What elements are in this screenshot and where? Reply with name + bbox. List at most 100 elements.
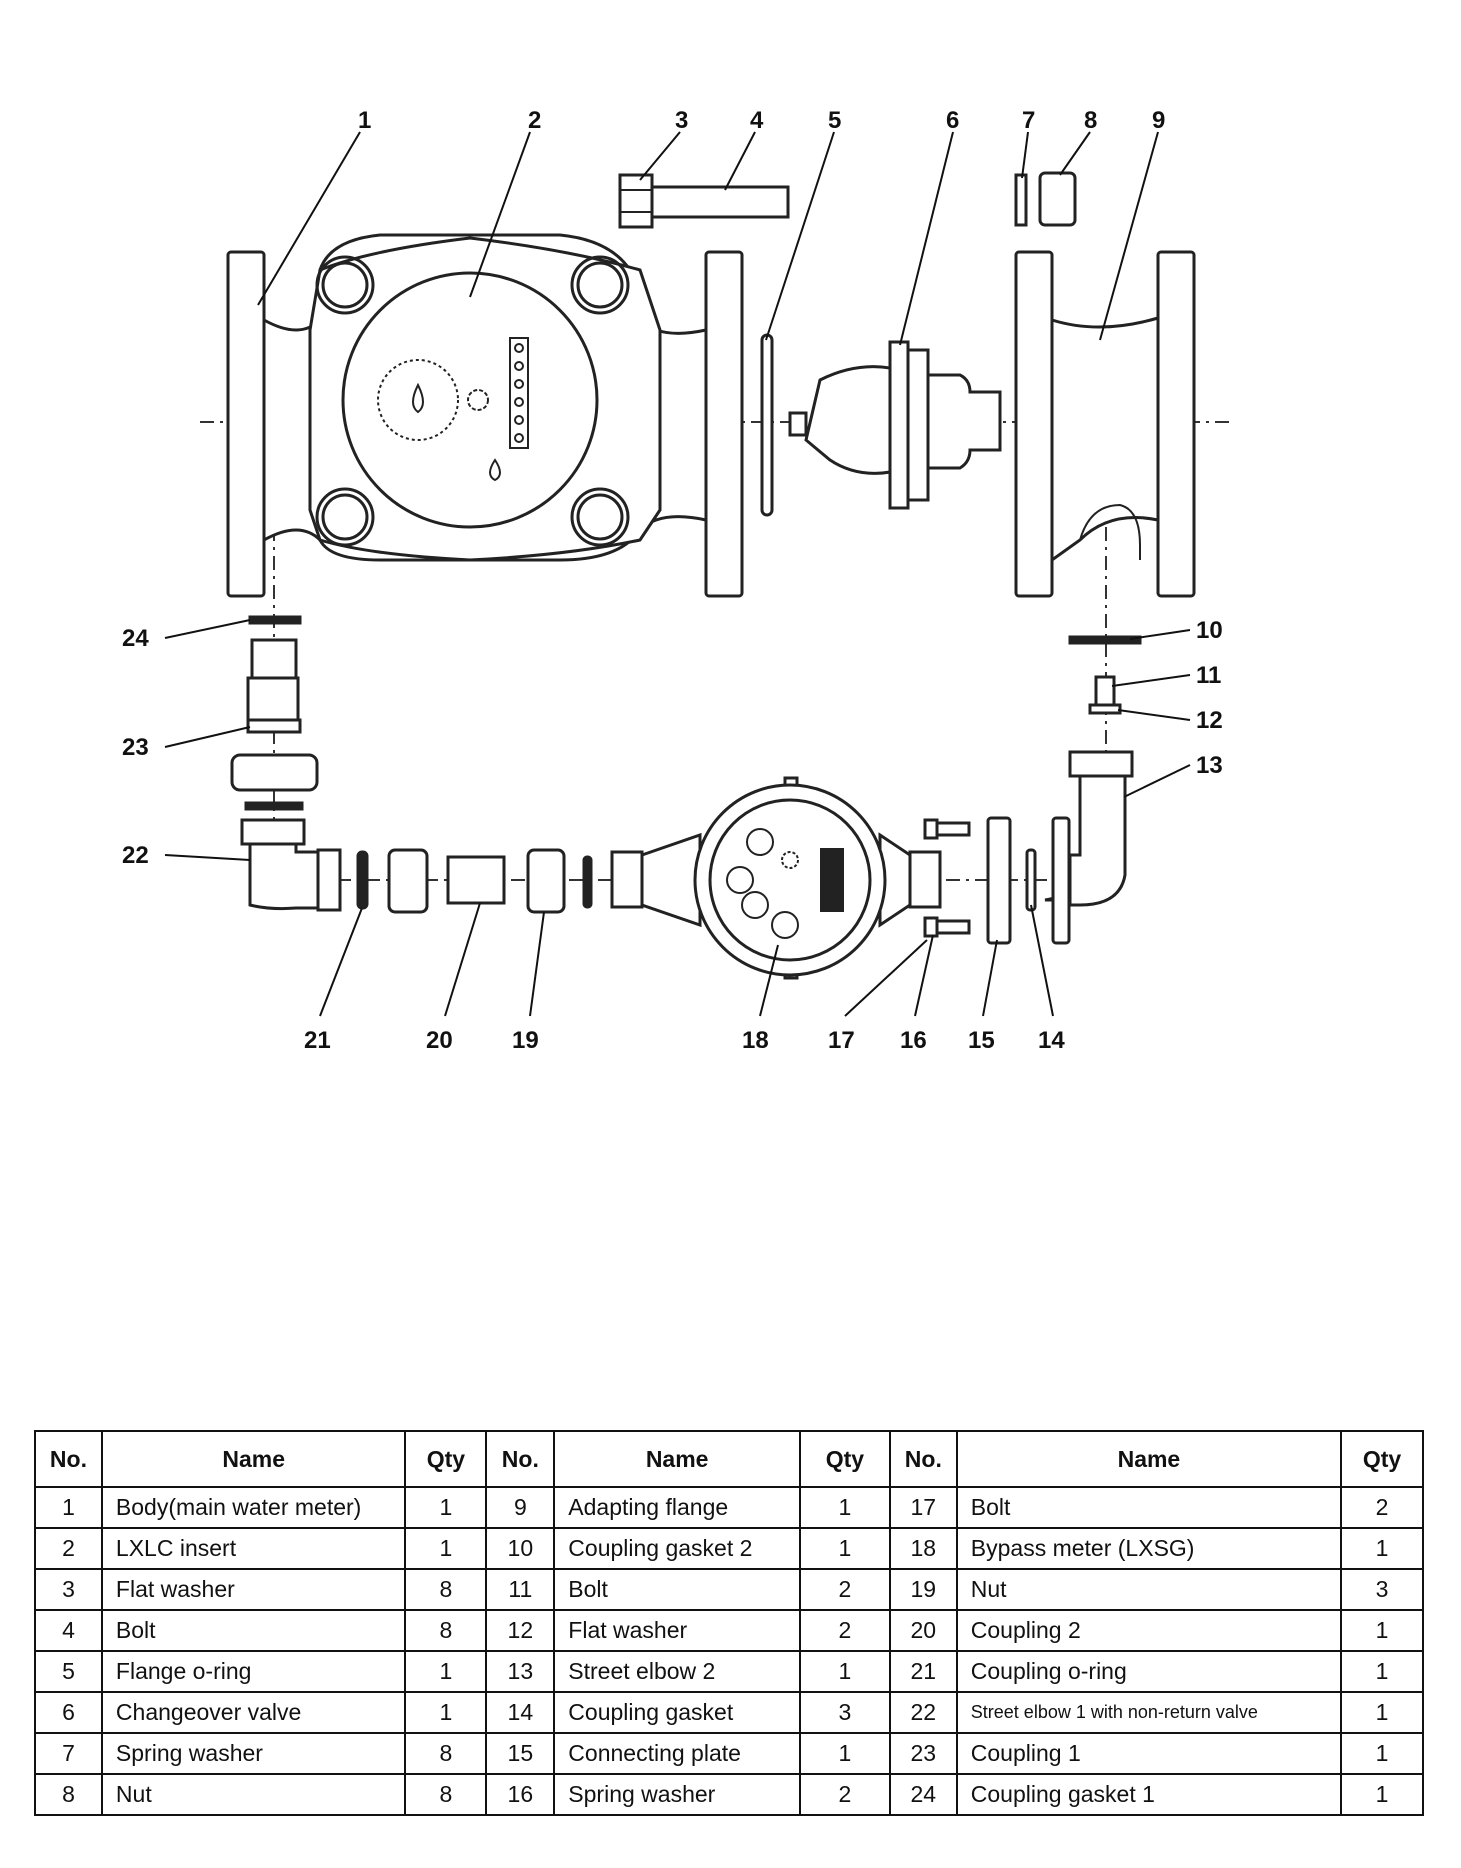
callout-2: 2: [528, 107, 541, 134]
callout-9: 9: [1152, 107, 1165, 134]
bypass-bolts: [923, 818, 971, 938]
callout-7: 7: [1022, 107, 1035, 134]
cell-qty: 1: [799, 1732, 891, 1775]
plate-flange: [1051, 816, 1071, 945]
callout-14: 14: [1038, 1027, 1065, 1054]
cell-qty: 8: [404, 1773, 488, 1816]
callout-18: 18: [742, 1027, 769, 1054]
cell-no: 8: [34, 1773, 103, 1816]
connecting-plate: [986, 816, 1012, 945]
cell-name: Adapting flange: [553, 1486, 801, 1529]
coupling-nut-left: [387, 848, 429, 914]
cell-qty: 3: [1340, 1568, 1424, 1611]
header-qty: Qty: [799, 1430, 891, 1488]
cell-qty: 1: [799, 1486, 891, 1529]
small-bolt: [1088, 675, 1122, 715]
table-row: 2 LXLC insert 1 10 Coupling gasket 2 1 1…: [34, 1527, 1424, 1570]
cell-name: Flat washer: [100, 1568, 407, 1611]
cell-no: 12: [485, 1609, 556, 1652]
cell-no: 3: [34, 1568, 103, 1611]
cell-qty: 1: [404, 1486, 488, 1529]
callout-24: 24: [122, 625, 149, 652]
cell-qty: 1: [404, 1527, 488, 1570]
table-row: 4 Bolt 8 12 Flat washer 2 20 Coupling 2 …: [34, 1609, 1424, 1652]
callout-6: 6: [946, 107, 959, 134]
cell-no: 13: [485, 1650, 556, 1693]
coupling-gasket-14: [1025, 848, 1037, 912]
cell-no: 6: [34, 1691, 103, 1734]
cell-no: 5: [34, 1650, 103, 1693]
changeover-valve: [788, 340, 1002, 510]
callout-17: 17: [828, 1027, 855, 1054]
parts-list-table: No. Name Qty No. Name Qty No. Name Qty 1…: [34, 1430, 1424, 1816]
callout-13: 13: [1196, 752, 1223, 779]
street-elbow-1: [240, 818, 342, 912]
cell-no: 17: [888, 1486, 958, 1529]
leader-lines: [164, 131, 1191, 1017]
cell-name: Body(main water meter): [100, 1486, 407, 1529]
cell-name: Bolt: [553, 1568, 801, 1611]
callout-8: 8: [1084, 107, 1097, 134]
cell-name: Coupling 1: [955, 1732, 1343, 1775]
callout-19: 19: [512, 1027, 539, 1054]
cell-name: Spring washer: [100, 1732, 407, 1775]
cell-no: 11: [485, 1568, 556, 1611]
cell-name: Changeover valve: [100, 1691, 407, 1734]
coupling-2: [446, 855, 506, 905]
cell-no: 9: [485, 1486, 556, 1529]
header-qty: Qty: [1340, 1430, 1424, 1488]
cell-no: 2: [34, 1527, 103, 1570]
callout-5: 5: [828, 107, 841, 134]
cell-qty: 1: [799, 1527, 891, 1570]
cell-qty: 2: [799, 1773, 891, 1816]
cell-qty: 1: [1340, 1650, 1424, 1693]
cell-name: Connecting plate: [553, 1732, 801, 1775]
cell-qty: 1: [404, 1650, 488, 1693]
coupling-1: [230, 638, 319, 811]
callout-1: 1: [358, 107, 371, 134]
callout-22: 22: [122, 842, 149, 869]
o-ring-right: [582, 855, 593, 909]
header-no: No.: [888, 1430, 958, 1488]
flange-o-ring: [760, 333, 774, 517]
cell-name: Coupling gasket: [553, 1691, 801, 1734]
table-row: 5 Flange o-ring 1 13 Street elbow 2 1 21…: [34, 1650, 1424, 1693]
main-meter-body: [226, 233, 744, 598]
cell-name: Street elbow 1 with non-return valve: [955, 1691, 1343, 1734]
cell-no: 20: [888, 1609, 958, 1652]
cell-name: Coupling gasket 2: [553, 1527, 801, 1570]
nut: [1038, 171, 1077, 227]
cell-qty: 1: [1340, 1732, 1424, 1775]
cell-name: Nut: [955, 1568, 1343, 1611]
coupling-o-ring: [356, 850, 369, 910]
callout-20: 20: [426, 1027, 453, 1054]
cell-name: Bolt: [100, 1609, 407, 1652]
cell-no: 15: [485, 1732, 556, 1775]
callout-16: 16: [900, 1027, 927, 1054]
cell-no: 7: [34, 1732, 103, 1775]
cell-qty: 2: [799, 1568, 891, 1611]
exploded-assembly-diagram: 1 2 3 4 5 6 7 8 9 10 11 12 13 14 15 16 1…: [122, 107, 1230, 1054]
coupling-gasket-2: [1068, 635, 1142, 645]
cell-name: Spring washer: [553, 1773, 801, 1816]
table-header-row: No. Name Qty No. Name Qty No. Name Qty: [34, 1430, 1424, 1488]
bypass-meter: [610, 776, 942, 980]
cell-qty: 8: [404, 1732, 488, 1775]
cell-qty: 2: [799, 1609, 891, 1652]
cell-no: 22: [888, 1691, 958, 1734]
cell-no: 19: [888, 1568, 958, 1611]
cell-qty: 8: [404, 1609, 488, 1652]
header-no: No.: [34, 1430, 103, 1488]
table-row: 6 Changeover valve 1 14 Coupling gasket …: [34, 1691, 1424, 1734]
cell-no: 14: [485, 1691, 556, 1734]
callout-4: 4: [750, 107, 764, 134]
callout-labels: 1 2 3 4 5 6 7 8 9 10 11 12 13 14 15 16 1…: [122, 107, 1223, 1054]
cell-no: 23: [888, 1732, 958, 1775]
spring-washer: [1014, 173, 1028, 227]
bolt-with-washer: [618, 173, 790, 229]
cell-qty: 1: [404, 1691, 488, 1734]
cell-qty: 3: [799, 1691, 891, 1734]
cell-name: Coupling gasket 1: [955, 1773, 1343, 1816]
cell-qty: 1: [1340, 1691, 1424, 1734]
callout-3: 3: [675, 107, 688, 134]
